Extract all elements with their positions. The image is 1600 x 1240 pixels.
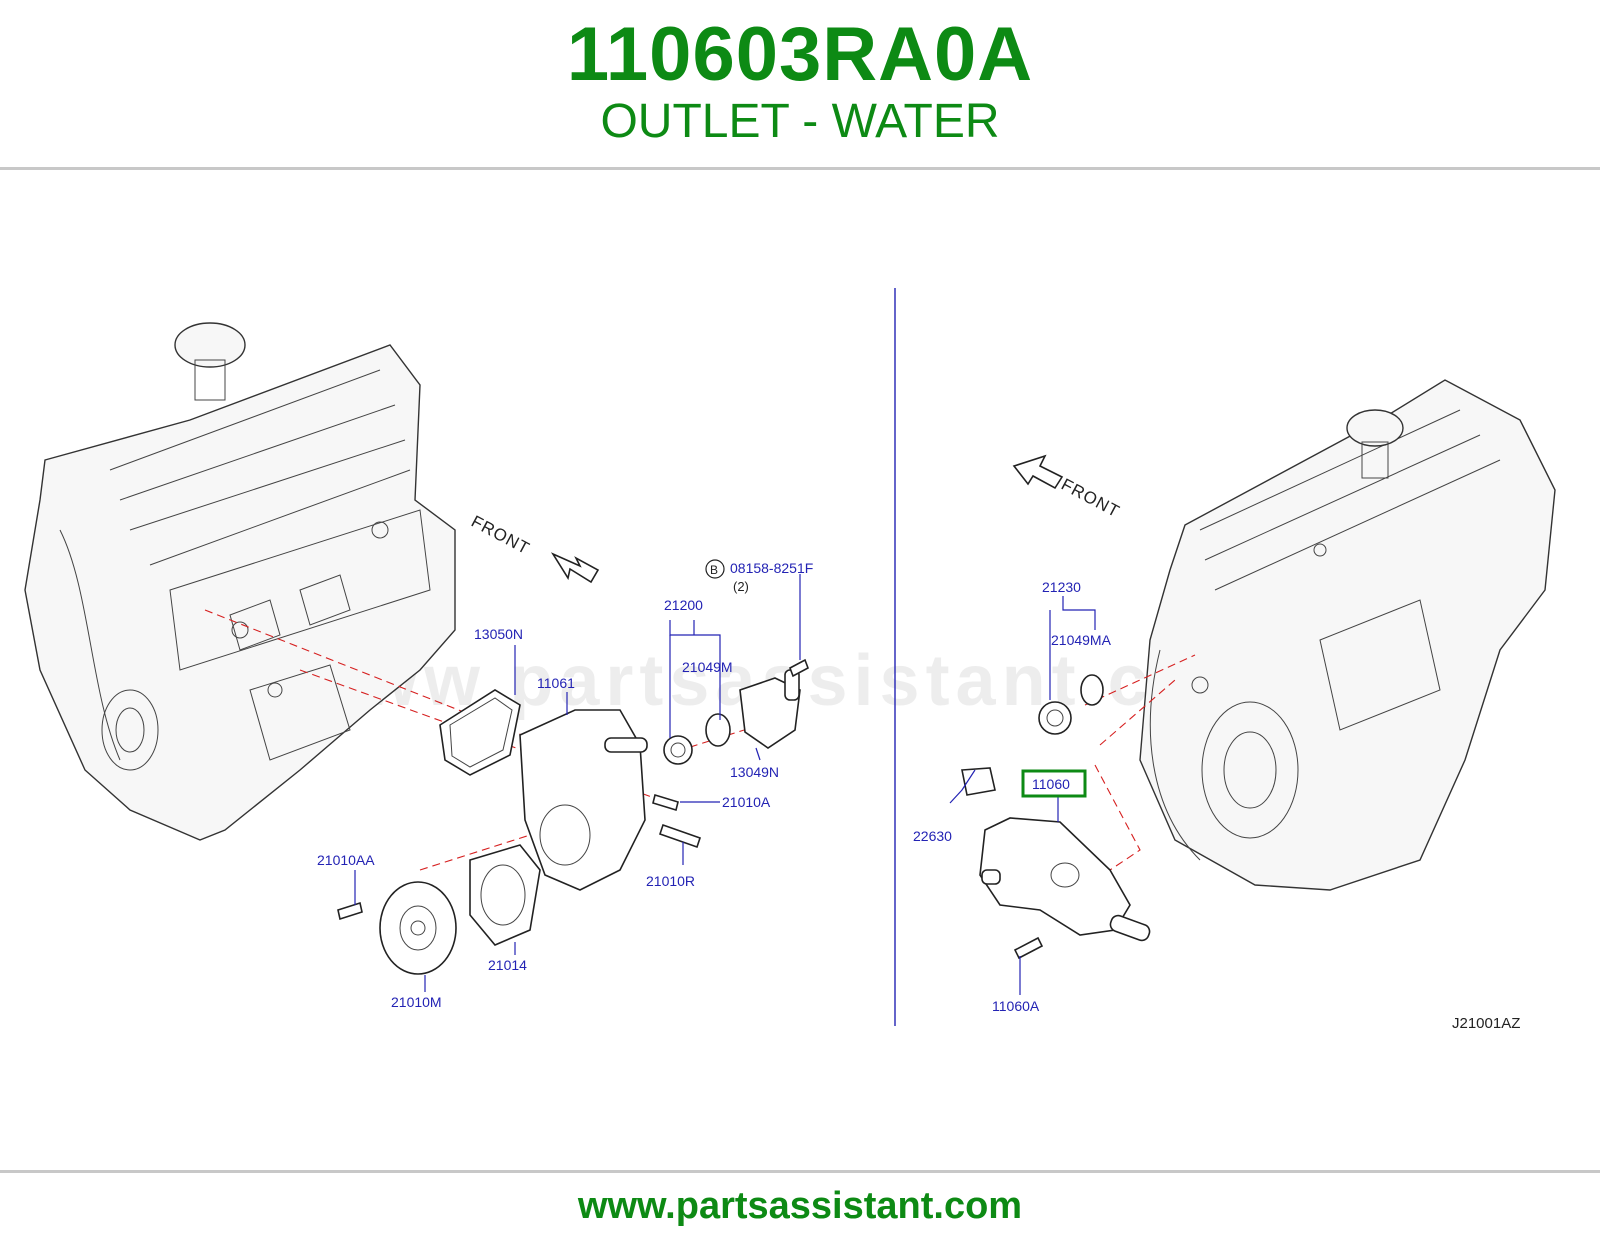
- part-name-subtitle: OUTLET - WATER: [600, 95, 1000, 148]
- sensor-22630: [961, 767, 996, 796]
- o-ring-21049M: [705, 713, 731, 747]
- label-11061[interactable]: 11061: [537, 675, 575, 691]
- gasket-13050N: [439, 689, 521, 776]
- part-number-title: 110603RA0A: [566, 12, 1034, 97]
- label-21014[interactable]: 21014: [488, 957, 527, 973]
- label-21230[interactable]: 21230: [1042, 579, 1081, 595]
- label-08158-8251F[interactable]: 08158-8251F: [730, 560, 813, 576]
- front-indicator-right: FRONT: [1012, 454, 1123, 522]
- water-outlet-11060: [979, 817, 1131, 936]
- footer-divider: [0, 1170, 1600, 1173]
- thermostat-21230: [1038, 701, 1072, 735]
- label-21010AA[interactable]: 21010AA: [317, 852, 375, 868]
- diagram-code: J21001AZ: [1452, 1015, 1520, 1032]
- label-21049MA[interactable]: 21049MA: [1051, 632, 1112, 648]
- label-11060A[interactable]: 11060A: [992, 998, 1040, 1014]
- gasket-21014: [469, 844, 541, 946]
- label-21200[interactable]: 21200: [664, 597, 703, 613]
- bolt-21010A: [652, 793, 679, 812]
- right-engine-block: [1139, 379, 1556, 891]
- left-engine-block: [24, 322, 456, 841]
- water-pump-21010M: [379, 881, 457, 975]
- footer-site-link[interactable]: www.partsassistant.com: [577, 1185, 1023, 1227]
- front-label-right: FRONT: [1058, 475, 1123, 522]
- label-11060[interactable]: 11060: [1032, 776, 1070, 792]
- o-ring-21049MA: [1080, 674, 1104, 706]
- label-21049M[interactable]: 21049M: [682, 659, 733, 675]
- front-arrow-left-icon: [550, 552, 600, 584]
- bolt-21010AA: [337, 901, 363, 921]
- header-divider: [0, 167, 1600, 170]
- label-13049N[interactable]: 13049N: [730, 764, 779, 780]
- label-21010M[interactable]: 21010M: [391, 994, 442, 1010]
- front-indicator-left: FRONT: [468, 512, 600, 584]
- housing-pipe: [604, 737, 648, 753]
- bolt-qty: (2): [733, 579, 749, 594]
- bolt-marker-circle-icon: [705, 559, 725, 579]
- housing-11061: [519, 709, 646, 891]
- bolt-marker-letter: B: [710, 563, 718, 577]
- bolt-21010R: [658, 823, 702, 849]
- thermostat-21200: [663, 735, 693, 765]
- bolt-marker: B (2): [705, 559, 749, 594]
- label-21010R[interactable]: 21010R: [646, 873, 695, 889]
- leader-lines: [354, 574, 1096, 995]
- bolt-08158-8251F: [789, 658, 809, 678]
- parts-diagram: www.partsassistant.com FRONT: [24, 288, 1556, 1032]
- highlight-box-11060: [1021, 769, 1087, 798]
- bolt-11060A: [1013, 936, 1044, 960]
- front-arrow-right-icon: [1012, 454, 1064, 490]
- label-13050N[interactable]: 13050N: [474, 626, 523, 642]
- front-label-left: FRONT: [468, 512, 533, 559]
- page-header: 110603RA0A OUTLET - WATER: [0, 0, 1600, 168]
- label-22630[interactable]: 22630: [913, 828, 952, 844]
- label-21010A[interactable]: 21010A: [722, 794, 771, 810]
